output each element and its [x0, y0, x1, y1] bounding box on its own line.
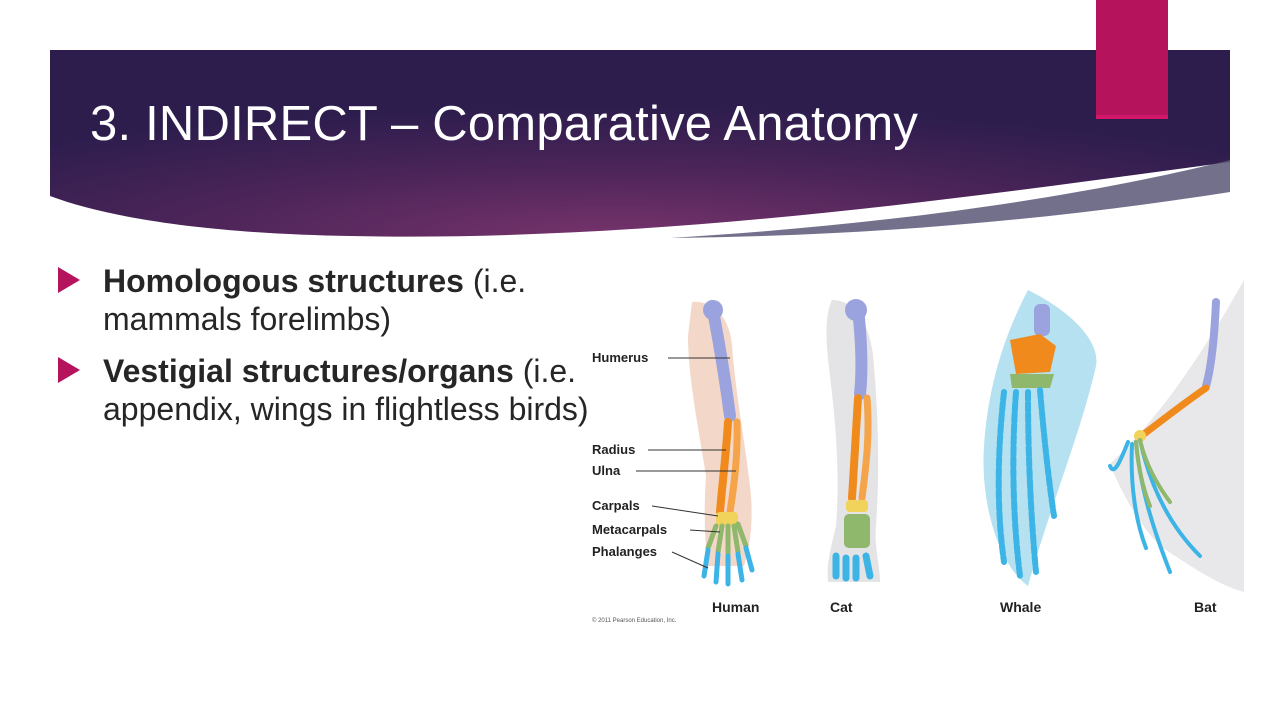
slide-title: 3. INDIRECT – Comparative Anatomy [90, 97, 919, 151]
label-human: Human [712, 599, 759, 615]
triangle-bullet-icon [58, 357, 80, 383]
cat-limb [826, 299, 880, 582]
human-limb [688, 300, 755, 587]
label-phalanges: Phalanges [592, 544, 657, 559]
copyright-text: © 2011 Pearson Education, Inc. [592, 617, 677, 624]
leader-lines [636, 357, 736, 569]
label-carpals: Carpals [592, 498, 640, 513]
whale-limb [983, 290, 1097, 586]
banner-shape [50, 50, 1230, 237]
bullet-text: (i.e. appendix, wings in flightless bird… [103, 353, 589, 427]
label-bat: Bat [1194, 599, 1217, 615]
bat-limb [1108, 280, 1244, 592]
label-radius: Radius [592, 442, 635, 457]
bullet-homologous: Homologous structures (i.e. mammals fore… [58, 262, 598, 338]
bullet-text: (i.e. mammals forelimbs) [103, 263, 527, 337]
bullet-list: Homologous structures (i.e. mammals fore… [58, 262, 598, 442]
triangle-bullet-icon [58, 267, 80, 293]
accent-tab [1096, 0, 1168, 119]
bullet-vestigial: Vestigial structures/organs (i.e. append… [58, 352, 598, 428]
banner-wave [670, 160, 1230, 238]
forelimb-figure: Humerus Radius Ulna Carpals Metacarpals … [580, 276, 1250, 632]
label-ulna: Ulna [592, 463, 621, 478]
label-whale: Whale [1000, 599, 1041, 615]
label-humerus: Humerus [592, 350, 648, 365]
bullet-heading: Homologous structures [103, 263, 464, 299]
forelimb-illustration: Humerus Radius Ulna Carpals Metacarpals … [592, 280, 1244, 624]
label-cat: Cat [830, 599, 853, 615]
title-banner [50, 50, 1230, 240]
label-metacarpals: Metacarpals [592, 522, 667, 537]
bullet-heading: Vestigial structures/organs [103, 353, 514, 389]
